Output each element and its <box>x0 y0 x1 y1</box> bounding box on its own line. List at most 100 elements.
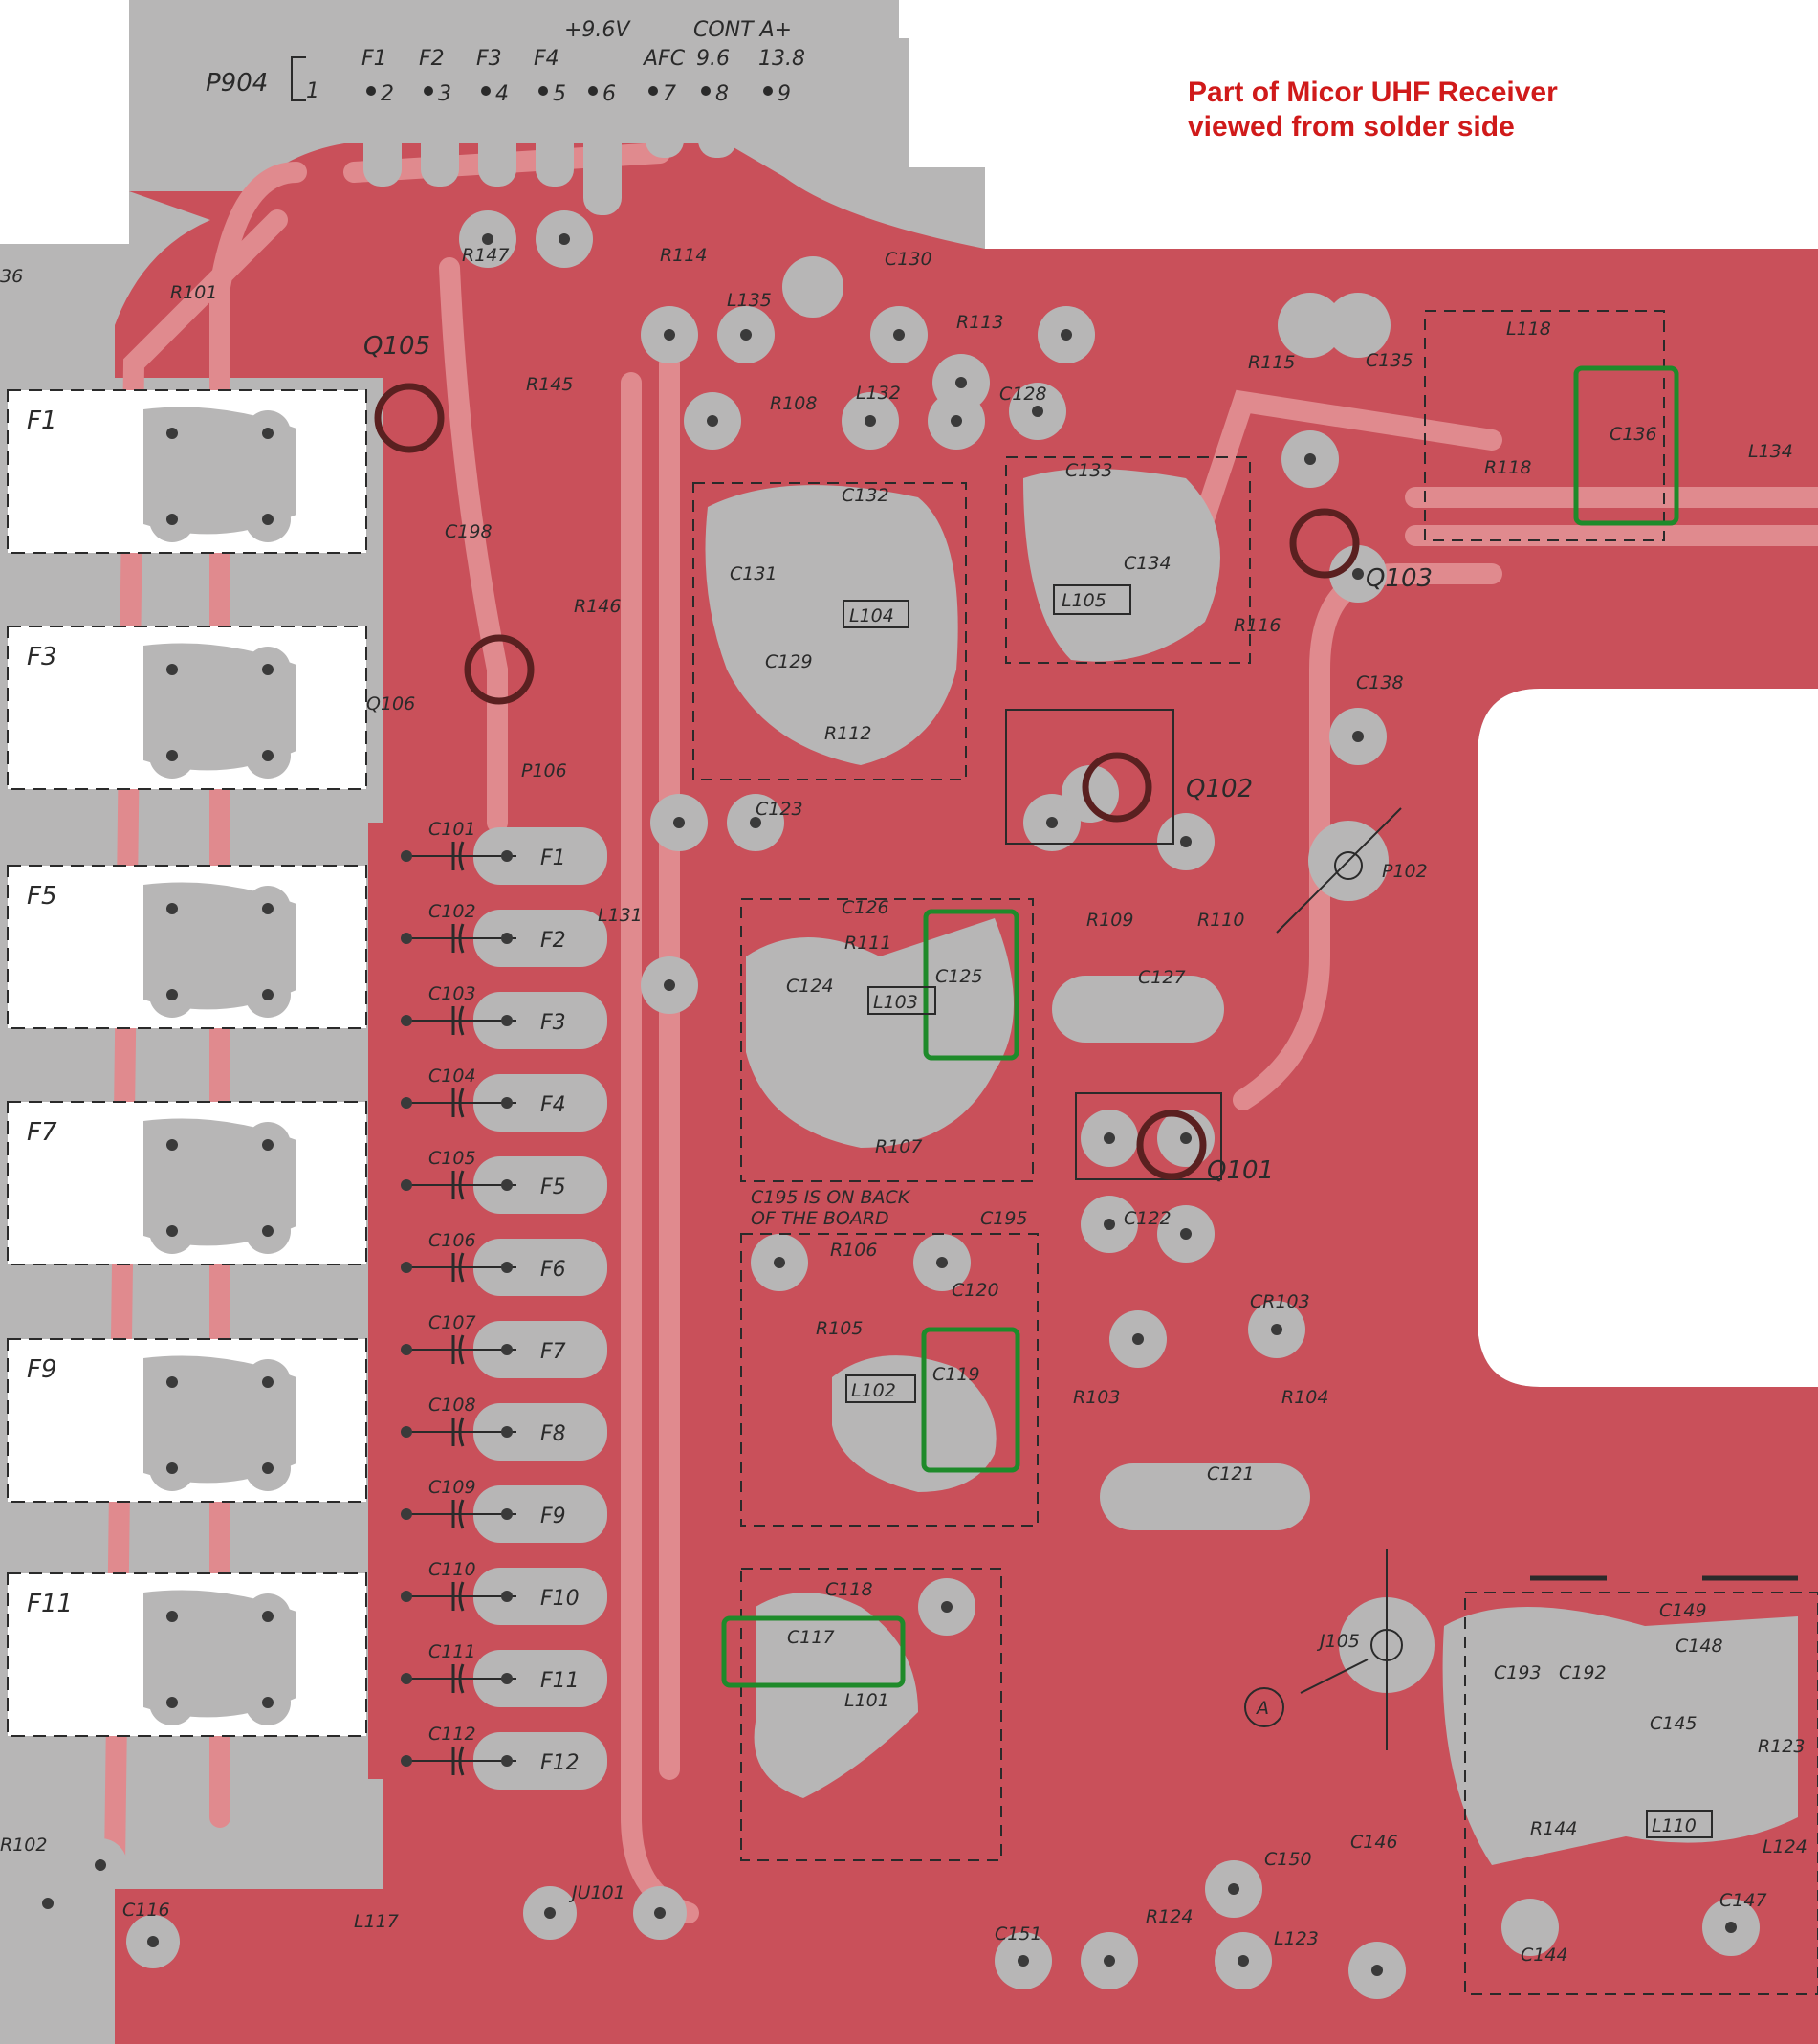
label-r112: R112 <box>824 723 871 744</box>
label-c117: C117 <box>787 1627 835 1648</box>
label-c119: C119 <box>932 1364 980 1385</box>
channel-cap-label: C109 <box>428 1477 476 1498</box>
label-c120: C120 <box>952 1280 999 1301</box>
channel-cap-label: C103 <box>428 983 476 1004</box>
channel-freq-label: F2 <box>540 929 566 953</box>
channel-freq-label: F8 <box>540 1422 566 1446</box>
connector-pin-dot <box>481 86 491 96</box>
label-r118: R118 <box>1484 457 1531 478</box>
connector-pin-label: F2 <box>419 47 445 71</box>
label-r115: R115 <box>1248 352 1295 373</box>
connector-pin-number: 6 <box>602 82 616 106</box>
label-l110: L110 <box>1652 1815 1697 1836</box>
crystal-socket: F9 <box>7 1338 367 1503</box>
drill-holes <box>42 233 1737 1976</box>
connector-pin-number: 4 <box>495 82 509 106</box>
label-c122: C122 <box>1124 1208 1172 1229</box>
label-c135: C135 <box>1366 350 1413 371</box>
component-pads <box>21 210 1798 1999</box>
channel-cap-label: C102 <box>428 901 476 922</box>
label-q105: Q105 <box>363 332 430 361</box>
label-c151: C151 <box>995 1923 1042 1945</box>
label-c129: C129 <box>765 651 813 672</box>
q102-body <box>1082 752 1152 823</box>
label-r113: R113 <box>956 312 1003 333</box>
label-r107: R107 <box>875 1136 922 1157</box>
connector-pin-dot <box>424 86 433 96</box>
connector-pin-dot <box>648 86 658 96</box>
label-c132: C132 <box>842 485 889 506</box>
channel-freq-label: F10 <box>540 1587 580 1611</box>
connector-pin-label: F4 <box>534 47 559 71</box>
header-vcc: +9.6V <box>564 18 631 42</box>
label-l118: L118 <box>1506 319 1551 340</box>
highlight-c125 <box>923 909 1019 1061</box>
label-c124: C124 <box>786 976 834 997</box>
label-c128: C128 <box>999 384 1047 405</box>
channel-freq-label: F1 <box>540 846 566 870</box>
connector-pin-number: 2 <box>381 82 394 106</box>
title-line-2: viewed from solder side <box>1188 111 1515 143</box>
label-l132: L132 <box>856 383 901 404</box>
connector-pin-label: F1 <box>361 47 387 71</box>
label-r110: R110 <box>1197 910 1244 931</box>
channel-cap-label: C106 <box>428 1230 476 1251</box>
label-r108: R108 <box>770 393 817 414</box>
channel-cap-label: C101 <box>428 819 476 840</box>
connector-pin-number: 3 <box>438 82 451 106</box>
connector-pin-dot <box>538 86 548 96</box>
crystal-socket-label: F3 <box>27 643 57 671</box>
component-labels: 36 R101 R147 R114 C130 L135 R113 R108 L1… <box>0 245 1807 1966</box>
label-r124: R124 <box>1146 1906 1193 1927</box>
title-line-1: Part of Micor UHF Receiver <box>1188 77 1558 108</box>
label-p102: P102 <box>1382 861 1428 882</box>
label-c148: C148 <box>1676 1636 1723 1657</box>
label-r104: R104 <box>1281 1387 1328 1408</box>
label-r103: R103 <box>1073 1387 1120 1408</box>
label-c149: C149 <box>1659 1600 1707 1621</box>
label-r145: R145 <box>526 374 573 395</box>
label-c195: C195 <box>980 1208 1028 1229</box>
channel-freq-label: F9 <box>540 1505 566 1528</box>
connector-pin-1: 1 <box>306 79 319 103</box>
connector-pin-label: F3 <box>476 47 502 71</box>
crystal-socket: F5 <box>7 865 367 1029</box>
channel-cap-label: C105 <box>428 1148 476 1169</box>
label-j105: J105 <box>1316 1631 1360 1652</box>
connector-pin-number: 7 <box>663 82 676 106</box>
connector-pin-dot <box>366 86 376 96</box>
p102-jack <box>1334 851 1363 880</box>
crystal-socket: F11 <box>7 1572 367 1737</box>
connector-pin-number: 5 <box>553 82 566 106</box>
label-l134: L134 <box>1748 441 1793 462</box>
crystal-socket-label: F7 <box>27 1118 57 1147</box>
label-r144: R144 <box>1530 1818 1577 1839</box>
channel-freq-label: F7 <box>540 1340 566 1364</box>
label-q102: Q102 <box>1186 775 1253 803</box>
label-r102: R102 <box>0 1835 47 1856</box>
connector-ref: P904 <box>206 69 268 98</box>
q103-body <box>1289 508 1360 579</box>
label-q106: Q106 <box>366 693 415 714</box>
label-q103: Q103 <box>1366 564 1433 593</box>
label-c150: C150 <box>1264 1849 1312 1870</box>
label-l131: L131 <box>598 905 643 926</box>
label-36: 36 <box>0 266 23 287</box>
label-r105: R105 <box>816 1318 863 1339</box>
connector-pin-dot <box>701 86 711 96</box>
label-c118: C118 <box>825 1579 873 1600</box>
highlighted-parts <box>721 365 1679 1688</box>
test-point-a <box>1244 1687 1284 1727</box>
connector-pin-number: 8 <box>715 82 729 106</box>
crystal-socket-label: F1 <box>27 407 57 435</box>
highlight-c136 <box>1573 365 1679 526</box>
